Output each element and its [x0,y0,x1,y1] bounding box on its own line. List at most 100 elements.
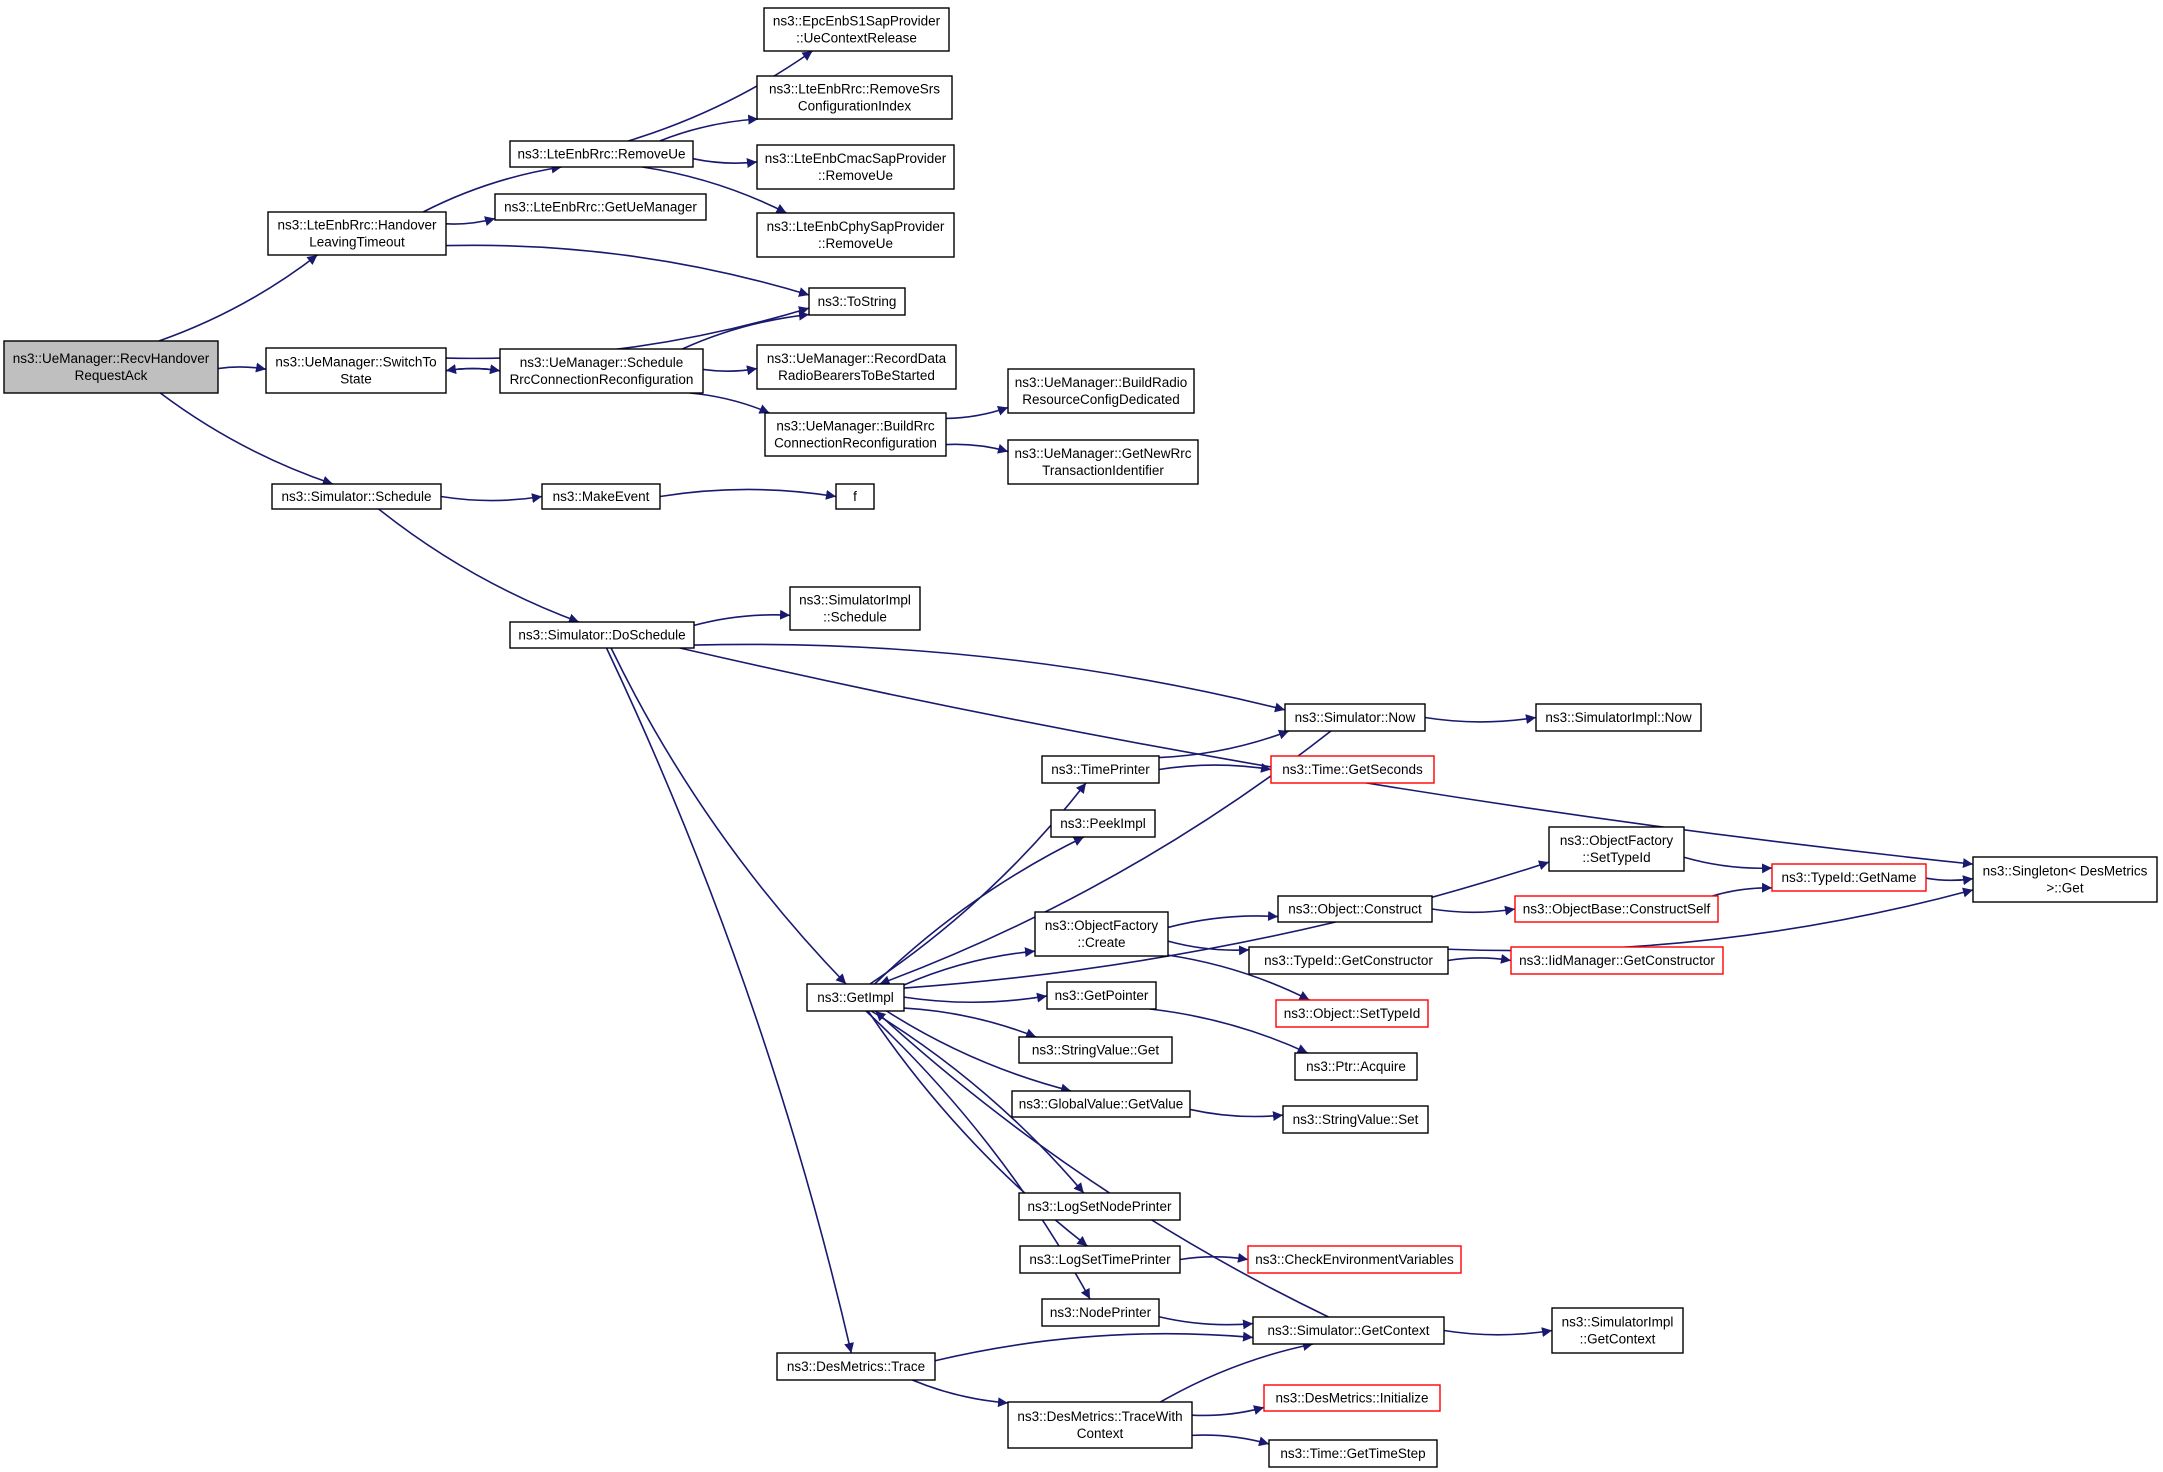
node-box[interactable] [1510,946,1724,975]
node-box[interactable] [1041,755,1160,784]
node-box[interactable] [1270,755,1435,784]
node-box[interactable] [509,621,695,649]
node-box[interactable] [509,140,694,168]
node-box[interactable] [494,193,707,221]
graph-node-cmac[interactable]: ns3::LteEnbCmacSapProvider::RemoveUe [756,144,955,190]
node-box[interactable] [764,412,947,457]
node-box[interactable] [1294,1052,1418,1081]
graph-node-sched[interactable]: ns3::Simulator::Schedule [271,483,442,510]
graph-node-getnewrrc[interactable]: ns3::UeManager::GetNewRrcTransactionIden… [1007,439,1199,485]
node-box[interactable] [808,287,906,316]
node-box[interactable] [1972,856,2158,903]
graph-node-globalgetvalue[interactable]: ns3::GlobalValue::GetValue [1011,1090,1191,1118]
graph-node-checkenv[interactable]: ns3::CheckEnvironmentVariables [1247,1245,1462,1274]
graph-node-simnow[interactable]: ns3::Simulator::Now [1284,703,1426,732]
graph-node-iidmgr[interactable]: ns3::IidManager::GetConstructor [1510,946,1724,975]
node-box[interactable] [541,483,661,510]
graph-node-logtime[interactable]: ns3::LogSetTimePrinter [1019,1245,1181,1274]
graph-node-makeevent[interactable]: ns3::MakeEvent [541,483,661,510]
node-box[interactable] [1046,981,1157,1010]
graph-node-recorddata[interactable]: ns3::UeManager::RecordDataRadioBearersTo… [756,344,957,390]
node-box[interactable] [499,348,704,394]
graph-node-ofsettypeid[interactable]: ns3::ObjectFactory::SetTypeId [1548,826,1685,872]
graph-node-constructself[interactable]: ns3::ObjectBase::ConstructSelf [1514,895,1719,923]
node-box[interactable] [1034,911,1169,957]
node-box[interactable] [1282,1105,1429,1134]
graph-node-doschedule[interactable]: ns3::Simulator::DoSchedule [509,621,695,649]
graph-node-objconstruct[interactable]: ns3::Object::Construct [1277,895,1433,923]
graph-node-gettimestep[interactable]: ns3::Time::GetTimeStep [1268,1439,1438,1468]
graph-node-schedrrc[interactable]: ns3::UeManager::ScheduleRrcConnectionRec… [499,348,704,394]
graph-node-getname[interactable]: ns3::TypeId::GetName [1771,863,1927,892]
graph-node-simgetctx[interactable]: ns3::Simulator::GetContext [1252,1316,1445,1345]
graph-node-simimplnow[interactable]: ns3::SimulatorImpl::Now [1535,703,1702,732]
graph-node-epc[interactable]: ns3::EpcEnbS1SapProvider::UeContextRelea… [763,7,950,52]
node-box[interactable] [756,144,955,190]
node-box[interactable] [1263,1384,1441,1412]
graph-node-objsettypeid[interactable]: ns3::Object::SetTypeId [1275,999,1429,1028]
graph-node-removeue[interactable]: ns3::LteEnbRrc::RemoveUe [509,140,694,168]
graph-node-f[interactable]: f [835,483,875,510]
node-box[interactable] [1548,826,1685,872]
node-box[interactable] [756,212,955,258]
graph-node-getimpl[interactable]: ns3::GetImpl [806,983,905,1012]
graph-node-nodeprinter[interactable]: ns3::NodePrinter [1041,1298,1160,1327]
graph-node-tostring[interactable]: ns3::ToString [808,287,906,316]
node-box[interactable] [267,211,447,256]
graph-node-ofcreate[interactable]: ns3::ObjectFactory::Create [1034,911,1169,957]
graph-node-removesrs[interactable]: ns3::LteEnbRrc::RemoveSrsConfigurationIn… [756,75,953,120]
node-box[interactable] [1007,1401,1193,1449]
node-box[interactable] [806,983,905,1012]
node-box[interactable] [3,340,219,394]
node-box[interactable] [1011,1090,1191,1118]
graph-node-getuemgr[interactable]: ns3::LteEnbRrc::GetUeManager [494,193,707,221]
node-box[interactable] [1277,895,1433,923]
node-box[interactable] [1050,809,1156,838]
node-box[interactable] [1275,999,1429,1028]
graph-node-strget[interactable]: ns3::StringValue::Get [1018,1036,1173,1064]
graph-node-simimplgetctx[interactable]: ns3::SimulatorImpl::GetContext [1551,1307,1684,1354]
graph-node-singleton[interactable]: ns3::Singleton< DesMetrics>::Get [1972,856,2158,903]
graph-node-getpointer[interactable]: ns3::GetPointer [1046,981,1157,1010]
graph-node-ptracquire[interactable]: ns3::Ptr::Acquire [1294,1052,1418,1081]
node-box[interactable] [1007,368,1195,414]
node-box[interactable] [1247,1245,1462,1274]
node-box[interactable] [1018,1192,1181,1221]
node-box[interactable] [1284,703,1426,732]
node-box[interactable] [1007,439,1199,485]
node-box[interactable] [1771,863,1927,892]
graph-node-buildrrc[interactable]: ns3::UeManager::BuildRrcConnectionReconf… [764,412,947,457]
node-box[interactable] [789,586,921,631]
node-box[interactable] [1252,1316,1445,1345]
graph-node-lognode[interactable]: ns3::LogSetNodePrinter [1018,1192,1181,1221]
graph-node-desmtrace[interactable]: ns3::DesMetrics::Trace [776,1352,936,1381]
graph-node-simimplsched[interactable]: ns3::SimulatorImpl::Schedule [789,586,921,631]
graph-node-desminit[interactable]: ns3::DesMetrics::Initialize [1263,1384,1441,1412]
node-box[interactable] [271,483,442,510]
node-box[interactable] [1551,1307,1684,1354]
node-box[interactable] [756,75,953,120]
graph-node-buildradio[interactable]: ns3::UeManager::BuildRadioResourceConfig… [1007,368,1195,414]
node-box[interactable] [1248,946,1449,975]
graph-node-cphy[interactable]: ns3::LteEnbCphySapProvider::RemoveUe [756,212,955,258]
graph-node-getconstructor[interactable]: ns3::TypeId::GetConstructor [1248,946,1449,975]
graph-node-strset[interactable]: ns3::StringValue::Set [1282,1105,1429,1134]
node-box[interactable] [1268,1439,1438,1468]
node-box[interactable] [835,483,875,510]
node-box[interactable] [1535,703,1702,732]
graph-node-timeprinter[interactable]: ns3::TimePrinter [1041,755,1160,784]
node-box[interactable] [756,344,957,390]
node-box[interactable] [1018,1036,1173,1064]
node-box[interactable] [763,7,950,52]
node-box[interactable] [265,347,447,394]
graph-node-getseconds[interactable]: ns3::Time::GetSeconds [1270,755,1435,784]
graph-node-peekimpl[interactable]: ns3::PeekImpl [1050,809,1156,838]
node-box[interactable] [776,1352,936,1381]
node-box[interactable] [1514,895,1719,923]
node-box[interactable] [1041,1298,1160,1327]
node-box[interactable] [1019,1245,1181,1274]
